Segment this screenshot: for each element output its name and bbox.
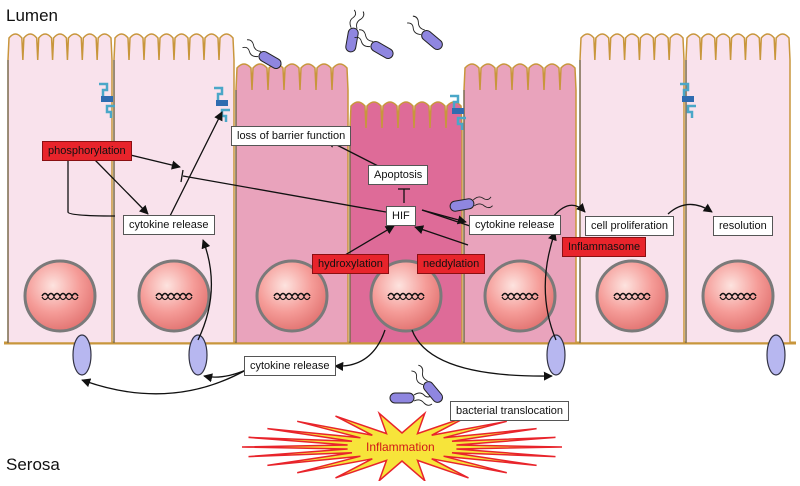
bacterium-icon: [389, 392, 433, 406]
receptor-icon: [546, 334, 566, 376]
arrow-hydroxylation-hif: [339, 225, 395, 259]
arrow-neddylation-hif: [414, 225, 469, 246]
receptor-icon: [72, 334, 92, 376]
bacterium-icon: [407, 15, 443, 50]
epithelial-cell: [113, 33, 235, 344]
dna-icon: [387, 295, 425, 301]
dna-icon: [41, 295, 79, 301]
bacterium-icon: [354, 29, 394, 59]
resolution-label: resolution: [713, 216, 773, 236]
arrow-cytokine-proliferation: [551, 202, 586, 219]
arrow-phospho-branch: [67, 160, 116, 217]
arrow-hif-cytokine: [421, 209, 467, 225]
dna-icon: [155, 295, 193, 301]
inhibition-hif-left: [182, 175, 387, 213]
arrow-nucleus-receptor: [411, 329, 553, 381]
dna-icon: [613, 295, 651, 301]
epithelial-cell: [463, 63, 577, 344]
dna-icon: [719, 295, 757, 301]
cytokine-release-left-label: cytokine release: [123, 215, 215, 235]
cytokine-release-bottom-label: cytokine release: [244, 356, 336, 376]
dna-icon: [501, 295, 539, 301]
phosphorylation-label: phosphorylation: [42, 141, 132, 161]
cell-proliferation-label: cell proliferation: [585, 216, 675, 236]
arrow-cytokine-left-receptor: [81, 369, 247, 395]
arrow-receptor-cytokine: [544, 231, 557, 341]
arrow-receptor-left-cytokine: [197, 239, 213, 341]
tight-junction-icon: [450, 94, 466, 130]
arrow-cytokine-to-junction: [169, 111, 223, 217]
tight-junction-icon: [680, 82, 696, 118]
epithelial-cell: [685, 33, 791, 344]
arrow-proliferation-resolution: [667, 203, 713, 215]
bacterium-icon: [449, 196, 493, 212]
inhibition-bar-left: [180, 169, 184, 183]
epithelial-cell: [7, 33, 113, 344]
bacterial-translocation-label: bacterial translocation: [450, 401, 570, 421]
cell-body: [7, 33, 113, 344]
cytokine-release-center-label: cytokine release: [469, 215, 561, 235]
arrow-nucleus-cytokine: [334, 329, 386, 371]
bacteria: [242, 9, 493, 406]
epithelial-cell: [235, 63, 349, 344]
receptor-icon: [188, 334, 208, 376]
inflammation-label: Inflammation: [366, 440, 435, 454]
epithelial-cell: [579, 33, 685, 344]
hif-label: HIF: [386, 206, 416, 226]
lumen-label: Lumen: [6, 6, 58, 25]
tight-junction-icon: [99, 82, 115, 118]
bacterium-icon: [242, 39, 282, 69]
arrows: [67, 111, 713, 395]
arrow-cytokine-mid-receptor: [203, 369, 247, 383]
cell-body: [685, 33, 791, 344]
loss-of-barrier-label: loss of barrier function: [231, 126, 352, 146]
bacterium-icon: [411, 364, 443, 403]
serosa-label: Serosa: [6, 455, 60, 474]
cell-body: [579, 33, 685, 344]
inflammasome-label: Inflammasome: [562, 237, 647, 257]
arrow-phospho-to-cytokine: [94, 159, 149, 215]
receptor-icon: [766, 334, 786, 376]
neddylation-label: neddylation: [417, 254, 486, 274]
apoptosis-label: Apoptosis: [368, 165, 429, 185]
dna-icon: [273, 295, 311, 301]
inflammation-burst: [241, 410, 563, 484]
cell-body: [113, 33, 235, 344]
bacterium-icon: [345, 9, 365, 53]
hydroxylation-label: hydroxylation: [312, 254, 389, 274]
